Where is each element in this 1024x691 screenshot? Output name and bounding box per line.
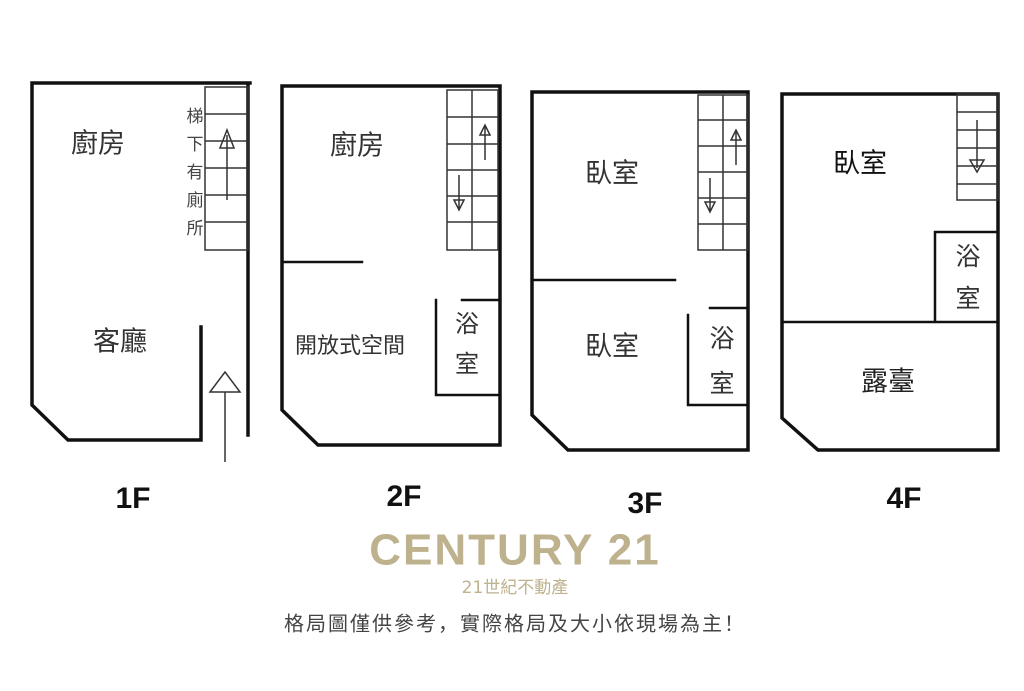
watermark-brand: CENTURY 21 bbox=[369, 526, 660, 575]
floor-plan-1f: 廚房 客廳 梯 下 有 廁 所 1F bbox=[30, 81, 252, 515]
stair-note: 梯 bbox=[187, 107, 204, 127]
room-label: 臥室 bbox=[585, 159, 639, 190]
room-label: 室 bbox=[955, 284, 980, 313]
room-label: 浴 bbox=[955, 242, 980, 271]
room-label: 浴 bbox=[455, 310, 479, 338]
room-label: 臥室 bbox=[833, 149, 887, 180]
stair-note: 廁 bbox=[187, 190, 204, 211]
floor-label: 2F bbox=[386, 480, 421, 513]
room-label: 廚房 bbox=[330, 131, 384, 162]
watermark-subtitle: 21世紀不動產 bbox=[462, 578, 569, 598]
room-label: 臥室 bbox=[585, 332, 639, 363]
room-label: 室 bbox=[709, 369, 734, 398]
century21-watermark-logo: CENTURY 21 21世紀不動產 bbox=[369, 526, 660, 598]
stair-note: 下 bbox=[187, 135, 204, 155]
floor-label: 4F bbox=[886, 482, 921, 515]
stair-note: 有 bbox=[187, 163, 204, 183]
floor-plan-3f: 臥室 臥室 浴 室 3F bbox=[530, 90, 750, 520]
floor-plan-4f: 臥室 浴 室 露臺 4F bbox=[780, 92, 1000, 515]
room-label: 開放式空間 bbox=[295, 334, 405, 359]
room-label: 露臺 bbox=[861, 367, 915, 398]
staircase bbox=[956, 93, 999, 201]
room-label: 浴 bbox=[709, 324, 734, 353]
entry-arrow-icon bbox=[208, 370, 242, 462]
room-label: 室 bbox=[455, 350, 479, 378]
disclaimer-caption: 格局圖僅供參考，實際格局及大小依現場為主！ bbox=[284, 612, 746, 636]
room-label: 客廳 bbox=[93, 327, 147, 358]
floor-label: 1F bbox=[115, 482, 150, 515]
staircase bbox=[204, 86, 249, 251]
stair-note: 所 bbox=[187, 219, 204, 239]
floor-label: 3F bbox=[627, 487, 662, 520]
staircase bbox=[446, 89, 499, 251]
room-label: 廚房 bbox=[71, 129, 125, 160]
floor-plan-2f: 廚房 開放式空間 浴 室 2F bbox=[280, 84, 502, 513]
staircase bbox=[697, 94, 749, 251]
